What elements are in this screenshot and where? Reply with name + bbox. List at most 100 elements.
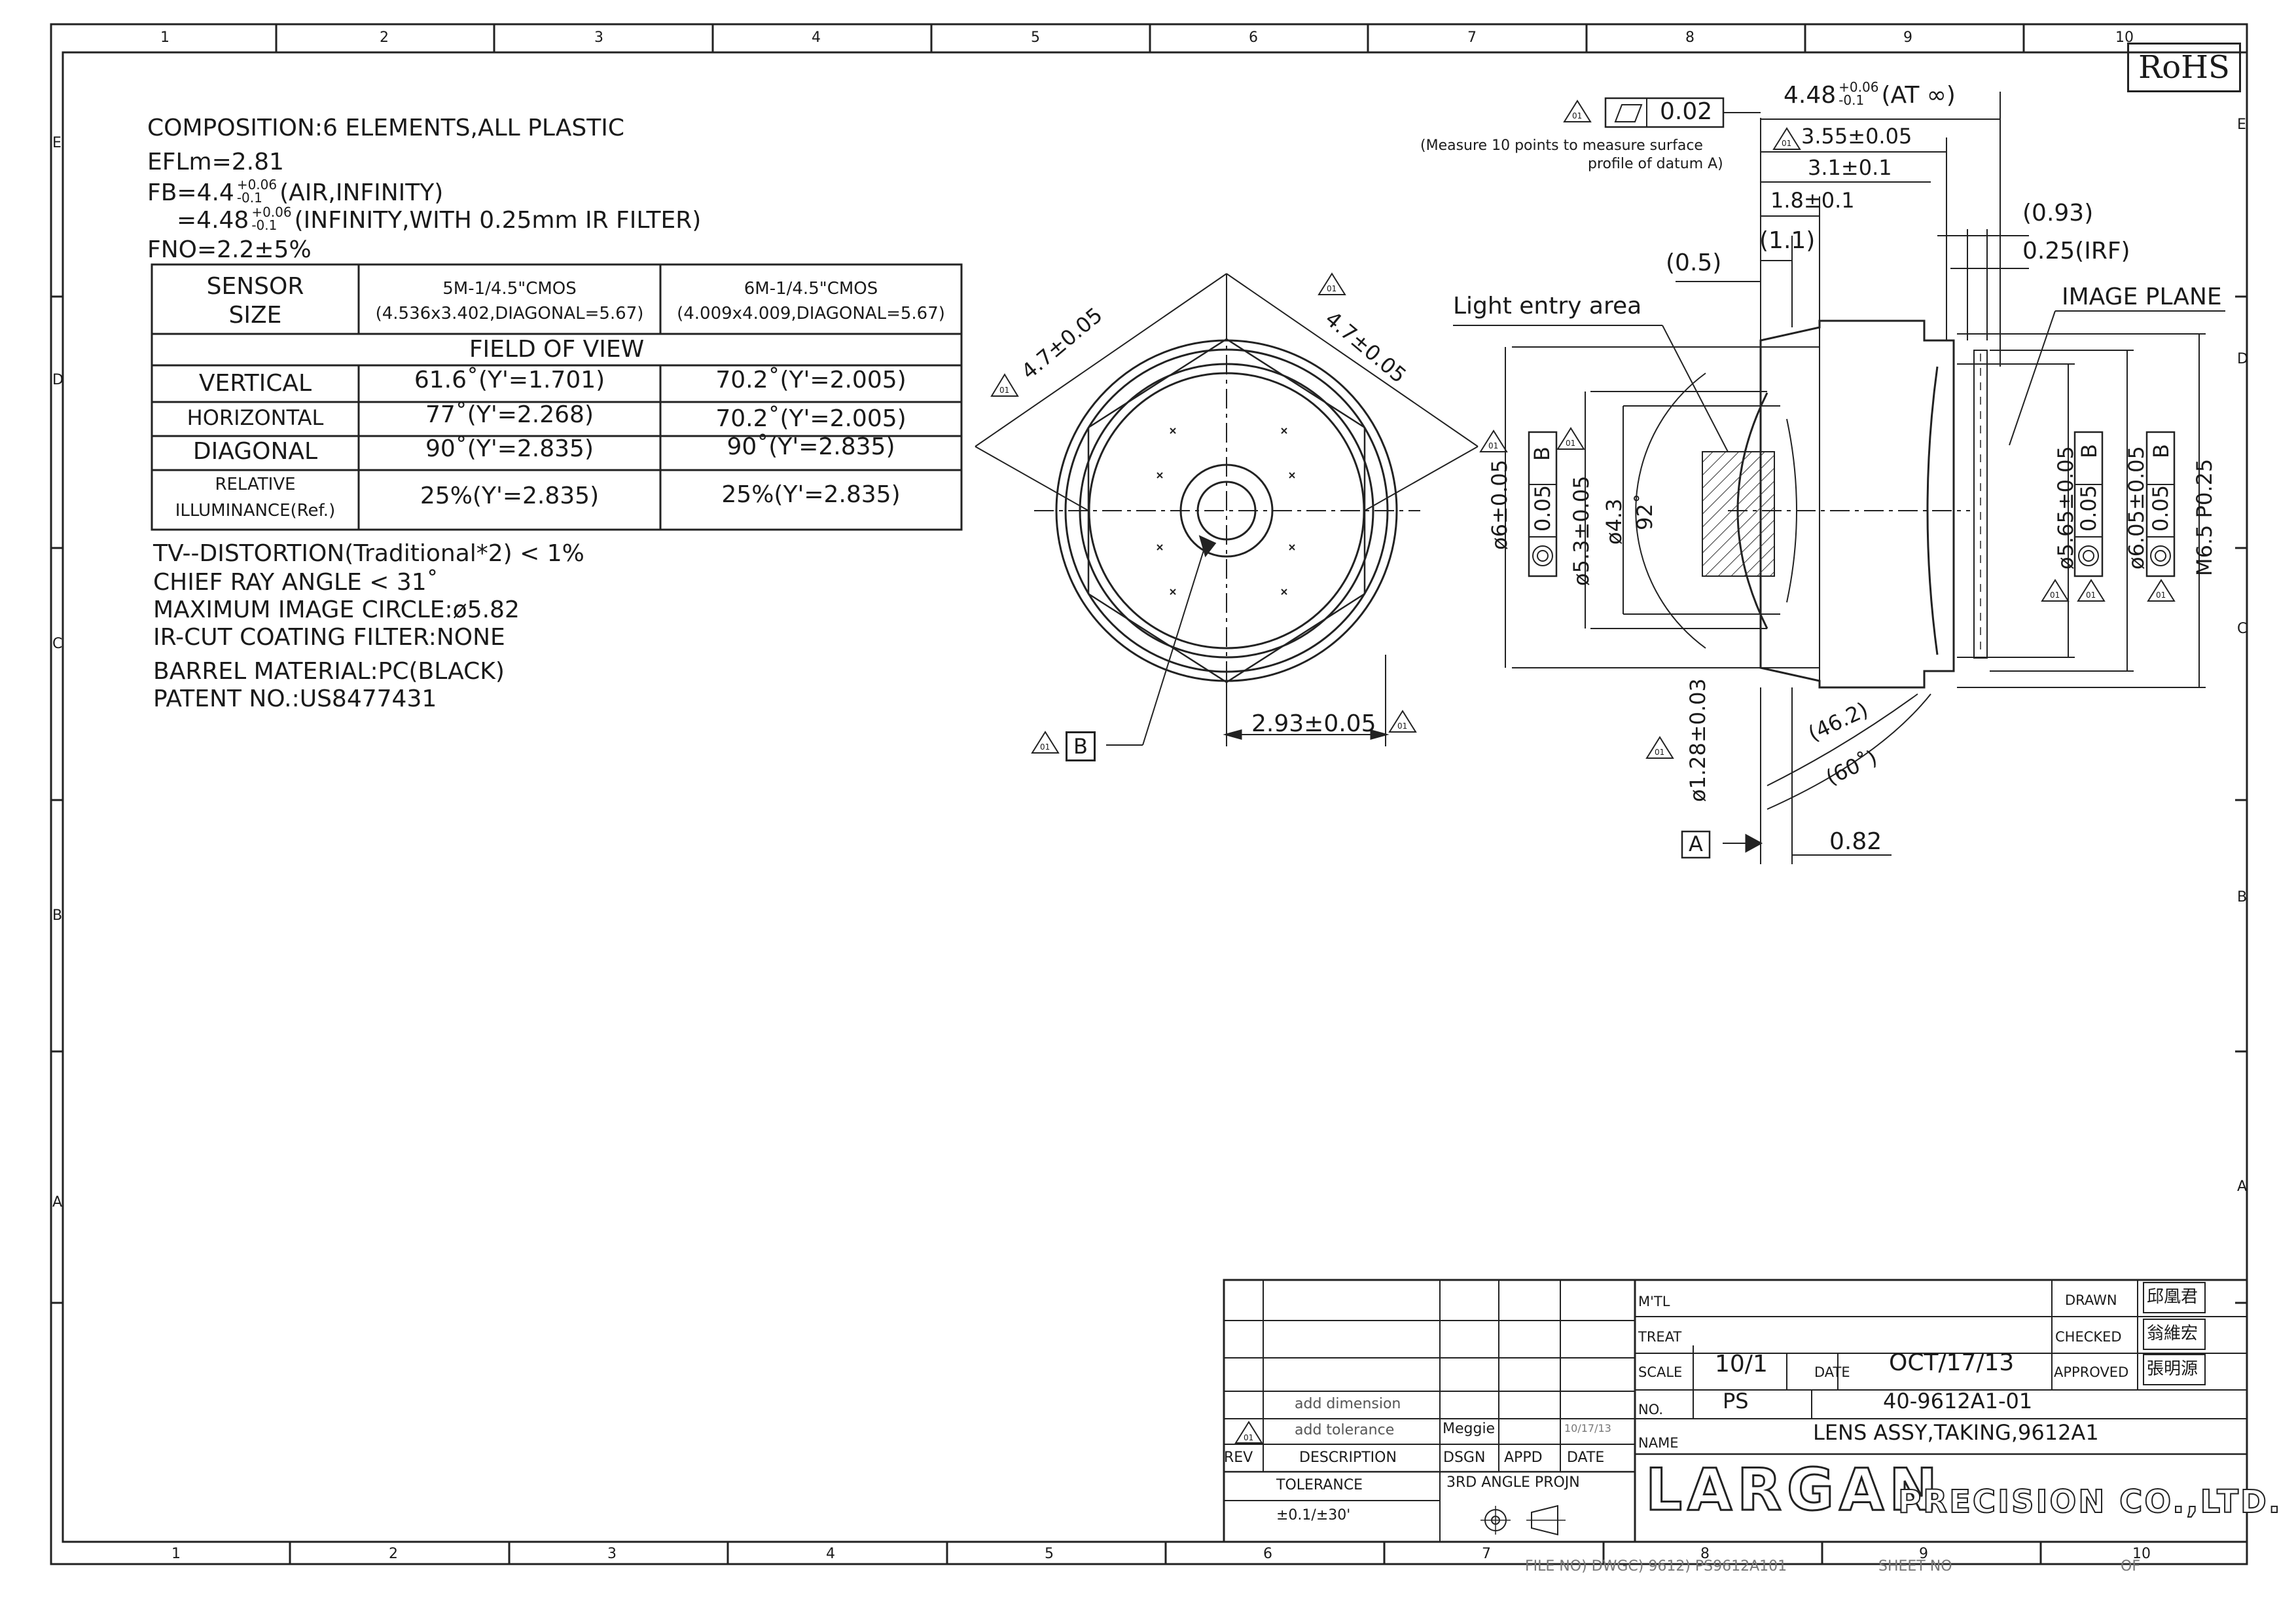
zone-label: 7 xyxy=(1467,29,1477,46)
name-label: NAME xyxy=(1638,1435,1679,1451)
revision-mark: 01 xyxy=(2086,591,2096,600)
spec-image-circle: MAXIMUM IMAGE CIRCLE:ø5.82 xyxy=(153,596,520,623)
tolerance-value: ±0.1/±30' xyxy=(1276,1507,1351,1523)
fov-relative-col1: 25%(Y'=2.835) xyxy=(420,483,600,509)
number-label: NO. xyxy=(1638,1402,1664,1417)
revision-rev: 01 xyxy=(1244,1433,1254,1442)
stamp-drawn-text: 邱凰君 xyxy=(2147,1287,2198,1307)
fov-col1-dims: (4.536x3.402,DIAGONAL=5.67) xyxy=(375,304,644,323)
revision-mark: 01 xyxy=(1040,742,1050,752)
revision-mark: 01 xyxy=(1655,748,1665,757)
zone-label: 1 xyxy=(171,1546,181,1562)
dim-1-8: 1.8±0.1 xyxy=(1770,188,1855,213)
fov-row-col2: 70.2˚(Y'=2.005) xyxy=(715,405,906,432)
spec-fb-ir: =4.48+0.06-0.1(INFINITY,WITH 0.25mm IR F… xyxy=(177,204,702,234)
dim-angle-92: 92˚ xyxy=(1632,493,1657,530)
fov-col2-sensor: 6M-1/4.5"CMOS xyxy=(744,279,878,299)
stamp-checked-text: 翁維宏 xyxy=(2147,1324,2198,1343)
revision-description: add dimension xyxy=(1295,1396,1401,1412)
scale-label: SCALE xyxy=(1638,1364,1683,1380)
spec-fb-air-tol-lower: -0.1 xyxy=(236,190,262,206)
zone-ticks xyxy=(51,24,2247,1564)
front-offset-dim: 2.93±0.05 xyxy=(1251,710,1376,737)
zone-label: C xyxy=(2237,621,2248,637)
revision-mark: 01 xyxy=(1566,439,1576,448)
stamp-drawn: 邱凰君 xyxy=(2143,1282,2206,1313)
revision-mark: 01 xyxy=(2050,591,2060,600)
approved-label: APPROVED xyxy=(2054,1364,2129,1380)
fov-row-col2: 70.2˚(Y'=2.005) xyxy=(715,367,906,393)
zone-label: C xyxy=(52,636,63,652)
dim-0-25-irf: 0.25(IRF) xyxy=(2022,238,2130,264)
title-block-lines xyxy=(1223,1279,2248,1543)
dim-4-48-tol-upper: +0.06 xyxy=(1839,79,1879,95)
zone-label: D xyxy=(2237,351,2248,367)
fov-row-col1: 90˚(Y'=2.835) xyxy=(425,435,594,462)
dim-dia-5-3: ø5.3±0.05 xyxy=(1569,475,1594,586)
gdt-datum-b: B xyxy=(1530,447,1554,461)
header-rev: REV xyxy=(1224,1450,1253,1466)
gdt-tolerance: 0.05 xyxy=(1530,484,1555,532)
fov-row-col1: 77˚(Y'=2.268) xyxy=(425,401,594,428)
zone-label: 4 xyxy=(812,29,821,46)
spec-fb-ir-tol-lower: -0.1 xyxy=(251,217,278,233)
revision-date: 10/17/13 xyxy=(1564,1422,1611,1434)
zone-label: D xyxy=(52,372,63,388)
inner-frame xyxy=(62,51,2248,1543)
zone-label: A xyxy=(2237,1178,2248,1195)
revision-mark: 01 xyxy=(1397,721,1408,731)
zone-label: 10 xyxy=(2132,1546,2151,1562)
flatness-value: 0.02 xyxy=(1660,98,1713,125)
zone-label: 6 xyxy=(1249,29,1258,46)
spec-distortion: TV--DISTORTION(Traditional*2) < 1% xyxy=(153,540,584,567)
zone-label: E xyxy=(2237,117,2246,133)
outer-frame xyxy=(50,23,2248,1565)
of-label: OF xyxy=(2121,1558,2140,1575)
header-appd: APPD xyxy=(1504,1450,1543,1466)
sheet-number-label: SHEET NO xyxy=(1878,1558,1952,1575)
spec-fb-ir-condition: (INFINITY,WITH 0.25mm IR FILTER) xyxy=(294,207,702,234)
company-logo: LARGAN xyxy=(1645,1456,1943,1523)
zone-label: 2 xyxy=(389,1546,398,1562)
revision-mark: 01 xyxy=(1572,111,1583,120)
zone-label: A xyxy=(52,1194,63,1211)
spec-fb-air-condition: (AIR,INFINITY) xyxy=(279,179,444,206)
zone-label: 6 xyxy=(1263,1546,1272,1562)
header-description: DESCRIPTION xyxy=(1299,1450,1397,1466)
zone-label: 4 xyxy=(826,1546,835,1562)
zone-label: 10 xyxy=(2115,29,2134,46)
dim-1-1: (1.1) xyxy=(1759,227,1816,254)
side-view xyxy=(1453,92,2225,864)
rohs-mark: RoHS xyxy=(2127,43,2241,92)
fov-sensor-label: SENSOR xyxy=(206,273,304,300)
file-number: FILE NO) DWGC) 9612) PS9612A101 xyxy=(1525,1558,1787,1575)
tolerance-label: TOLERANCE xyxy=(1276,1477,1363,1493)
spec-barrel-material: BARREL MATERIAL:PC(BLACK) xyxy=(153,658,505,685)
gdt-frame-left: B xyxy=(1529,435,1556,481)
gdt-datum-b: B xyxy=(2149,444,2174,458)
revision-mark: 01 xyxy=(1327,284,1337,293)
spec-fno: FNO=2.2±5% xyxy=(147,236,312,263)
zone-label: 8 xyxy=(1685,29,1695,46)
header-dsgn: DSGN xyxy=(1443,1450,1486,1466)
dim-0-82: 0.82 xyxy=(1829,828,1882,855)
dim-dia-5-65: ø5.65±0.05 xyxy=(2053,446,2078,570)
revision-mark: 01 xyxy=(1782,139,1792,148)
fov-sensor-label: SIZE xyxy=(228,302,282,329)
dim-dia-6: ø6±0.05 xyxy=(1487,460,1512,550)
spec-fb-ir-tol-upper: +0.06 xyxy=(251,204,292,220)
fov-table-lines xyxy=(151,263,963,531)
spec-fb-air-tol-upper: +0.06 xyxy=(236,177,278,192)
fov-col2-dims: (4.009x4.009,DIAGONAL=5.67) xyxy=(677,304,945,323)
scale-value: 10/1 xyxy=(1715,1351,1768,1377)
header-date: DATE xyxy=(1567,1450,1605,1466)
dim-3-1: 3.1±0.1 xyxy=(1808,155,1892,180)
zone-label: 2 xyxy=(380,29,389,46)
dim-4-48: 4.48+0.06-0.1(AT ∞) xyxy=(1784,79,1956,109)
gdt-tolerance: 0.05 xyxy=(2148,484,2173,532)
fov-header: FIELD OF VIEW xyxy=(469,336,645,363)
revision-mark: 01 xyxy=(2156,591,2166,600)
revision-mark: 01 xyxy=(999,386,1010,395)
zone-label: 1 xyxy=(160,29,170,46)
stamp-checked: 翁維宏 xyxy=(2143,1319,2206,1350)
